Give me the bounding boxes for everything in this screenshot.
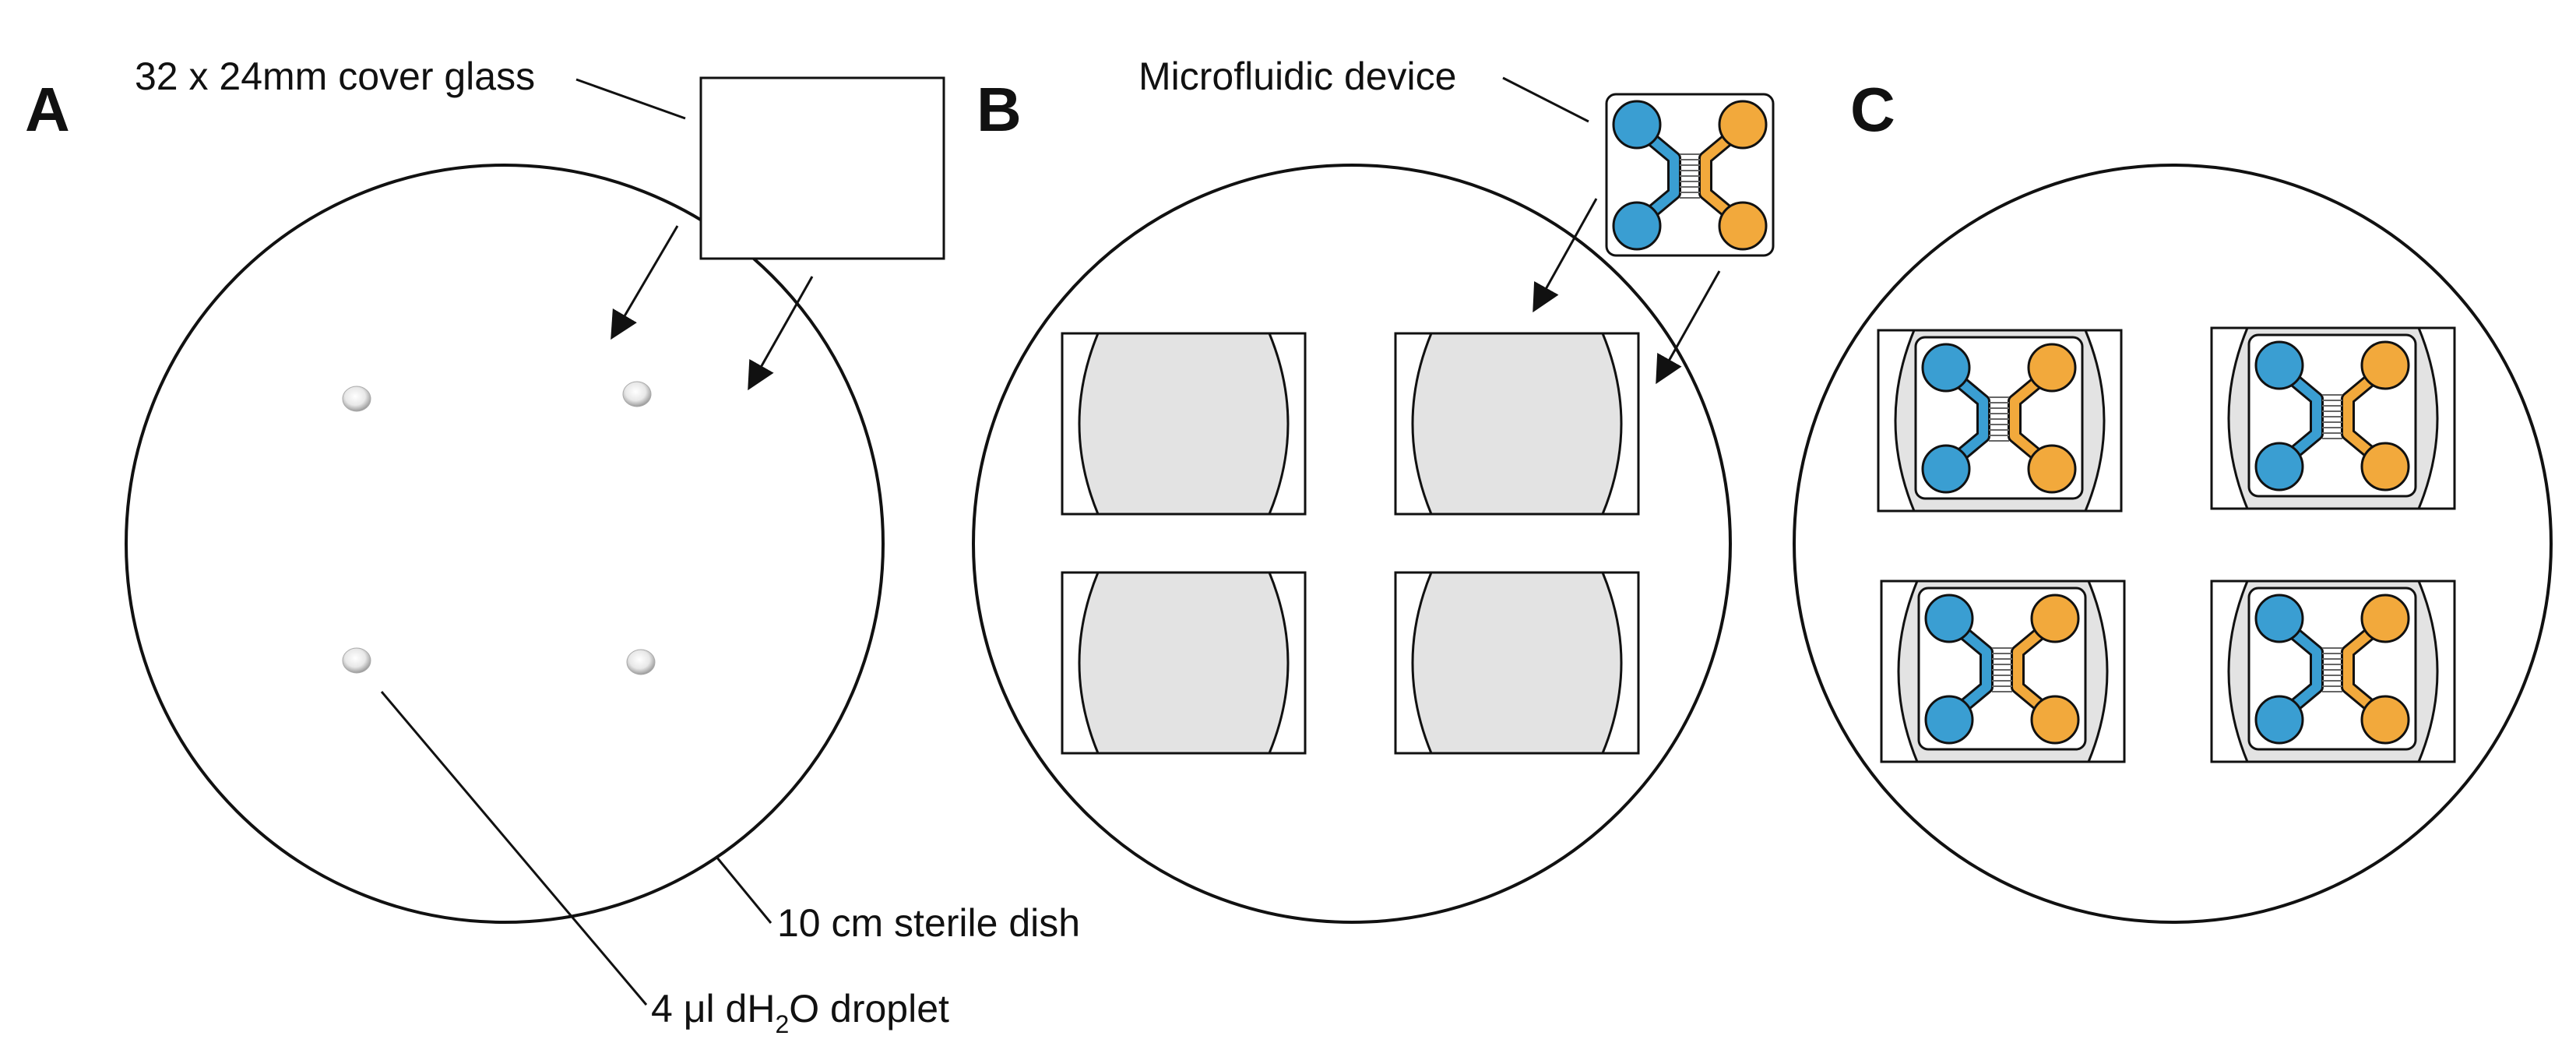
petri-dish-c xyxy=(1793,164,2553,924)
arrow-b-right xyxy=(1656,270,1721,385)
panel-c: C xyxy=(1793,75,2553,924)
cover-glass-source xyxy=(699,76,945,260)
dish-label: 10 cm sterile dish xyxy=(777,901,1080,945)
assembled-device xyxy=(2210,326,2456,510)
droplet-leader xyxy=(380,691,648,1006)
droplet xyxy=(342,386,371,412)
panel-c-letter: C xyxy=(1850,75,1895,144)
droplet xyxy=(342,647,371,674)
assembled-device xyxy=(1880,580,2126,763)
arrow-b-left xyxy=(1533,198,1598,313)
arrow-a-right xyxy=(748,276,814,391)
droplets xyxy=(342,381,656,675)
assembled-device xyxy=(1877,329,2123,513)
wet-cover-glass xyxy=(1061,571,1307,755)
wet-cover-glass xyxy=(1061,332,1307,516)
wet-cover-glass xyxy=(1394,571,1640,755)
cover-glass-label: 32 x 24mm cover glass xyxy=(135,55,535,98)
panel-a: A 32 x 24mm cover glass 4 μl dH2O drople… xyxy=(25,55,1080,1038)
assembled-device xyxy=(2210,580,2456,763)
dish-leader xyxy=(715,856,772,924)
droplet xyxy=(626,649,656,675)
panel-b: B Microfluidic device xyxy=(972,55,1773,924)
panel-a-letter: A xyxy=(25,75,70,144)
device-leader xyxy=(1502,76,1589,123)
droplet-label: 4 μl dH2O droplet xyxy=(651,987,949,1038)
petri-dish-b xyxy=(972,164,1732,924)
droplet xyxy=(622,381,652,407)
device-label: Microfluidic device xyxy=(1138,55,1456,98)
cover-glass-leader xyxy=(575,78,686,120)
panel-b-letter: B xyxy=(977,75,1022,144)
arrow-a-left xyxy=(611,225,679,340)
wet-cover-glass xyxy=(1394,332,1640,516)
petri-dish-a xyxy=(125,164,885,924)
microfluidic-device-source xyxy=(1606,94,1773,255)
